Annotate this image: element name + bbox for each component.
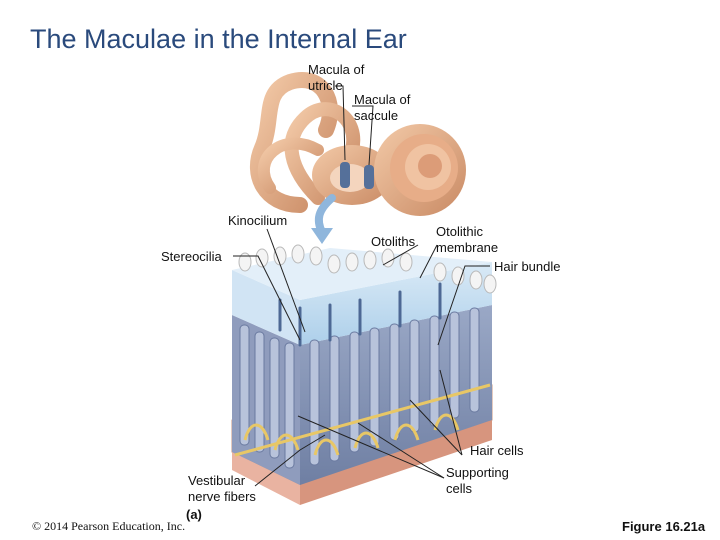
panel-letter: (a) [186, 507, 202, 522]
label-hair-cells: Hair cells [470, 443, 523, 459]
label-otoliths: Otoliths [371, 234, 415, 250]
figure-number: Figure 16.21a [622, 519, 705, 534]
cochlea [374, 124, 466, 216]
label-hair-bundle: Hair bundle [494, 259, 561, 275]
copyright-notice: © 2014 Pearson Education, Inc. [32, 519, 185, 534]
label-supporting-cells: Supporting cells [446, 465, 509, 497]
label-otolithic-membrane: Otolithic membrane [436, 224, 498, 256]
label-stereocilia: Stereocilia [161, 249, 222, 265]
label-kinocilium: Kinocilium [228, 213, 287, 229]
label-vestibular-nerve-fibers: Vestibular nerve fibers [188, 473, 256, 505]
label-macula-of-saccule: Macula of saccule [354, 92, 410, 124]
label-macula-of-utricle: Macula of utricle [308, 62, 364, 94]
